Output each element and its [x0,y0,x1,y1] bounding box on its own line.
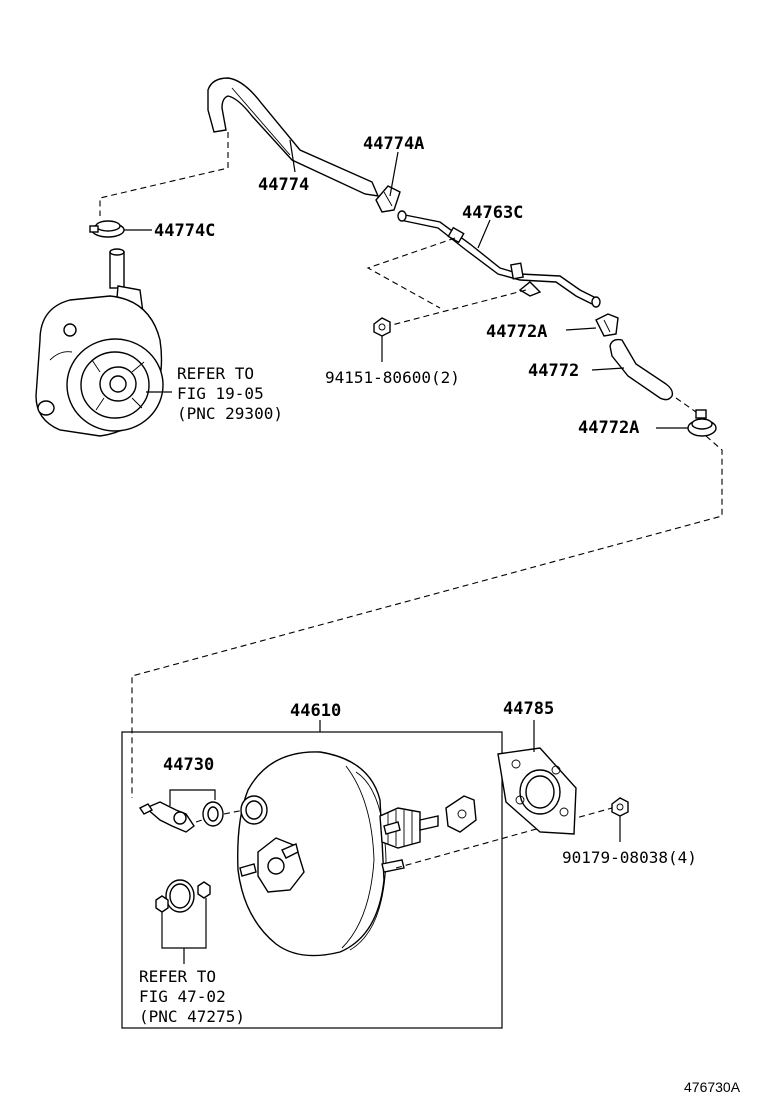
leader-44772 [591,367,625,371]
nut-94151[interactable] [373,317,391,337]
booster-seal-parts[interactable] [155,879,211,913]
leader-44774 [289,139,296,173]
dash-bracket-1 [366,237,456,309]
label-44763C: 44763C [462,203,523,223]
label-90179: 90179-08038(4) [562,848,697,867]
hose-44774[interactable] [207,77,380,197]
pump-ref-line3: (PNC 29300) [177,404,283,423]
clamp-44772A-top[interactable] [595,313,619,337]
label-44774C: 44774C [154,221,215,241]
dash-valve-grommet [195,819,203,823]
label-44772A-bottom: 44772A [578,418,639,438]
dash-grommet-booster [223,809,245,815]
booster-assembly-box [121,731,503,1029]
label-94151: 94151-80600(2) [325,368,460,387]
dash-hose-to-clamp [675,397,697,413]
label-44772A-top: 44772A [486,322,547,342]
gasket-44785[interactable] [497,747,577,835]
brake-booster-44610[interactable] [237,751,477,957]
clamp-44774C[interactable] [89,220,125,238]
pipe-44763C[interactable] [397,210,601,308]
vacuum-pump[interactable] [35,248,164,437]
pump-ref-line2: FIG 19-05 [177,384,264,403]
dash-hose-to-booster [131,435,723,798]
label-44772: 44772 [528,361,579,381]
check-valve-44730[interactable] [138,801,195,833]
clamp-44774A[interactable] [375,185,401,213]
dash-bracket-2 [387,289,527,327]
leader-44763C [477,219,491,249]
booster-ref-line1: REFER TO [139,967,216,986]
leader-44730 [169,789,216,806]
label-44785: 44785 [503,699,554,719]
figure-id: 476730A [684,1079,741,1095]
hose-44772[interactable] [609,338,674,401]
pump-ref-line1: REFER TO [177,364,254,383]
leader-44774A [389,151,399,197]
booster-ref-line2: FIG 47-02 [139,987,226,1006]
label-44610: 44610 [290,701,341,721]
clamp-44772A-bottom[interactable] [687,409,717,437]
dash-stud-to-nut [395,807,613,869]
label-44730: 44730 [163,755,214,775]
label-44774: 44774 [258,175,309,195]
grommet-44730[interactable] [202,801,224,827]
dash-hose-to-pump [99,132,229,216]
leader-44772A-top [565,327,597,331]
label-44774A: 44774A [363,134,424,154]
nut-90179[interactable] [611,797,629,817]
booster-ref-line3: (PNC 47275) [139,1007,245,1026]
